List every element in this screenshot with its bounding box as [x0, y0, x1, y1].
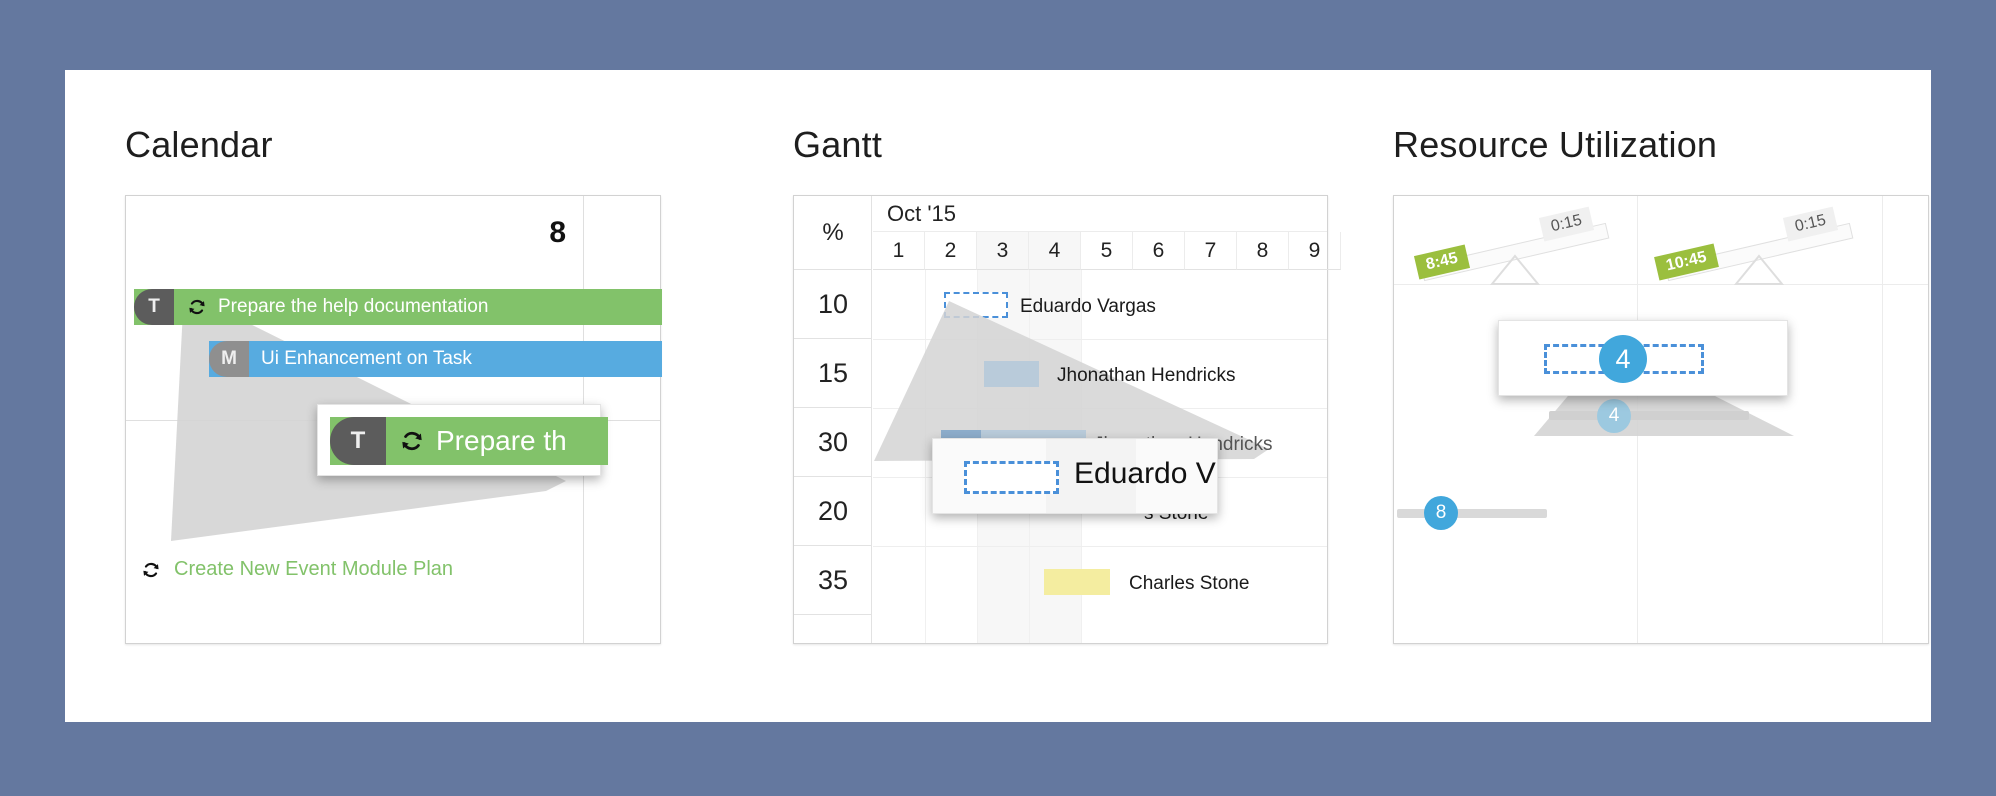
- recurrence-icon: [140, 559, 162, 581]
- gantt-task-resource: Jhonathan Hendricks: [1057, 365, 1236, 386]
- calendar-day-number-8: 8: [549, 216, 566, 249]
- resource-column-divider: [1882, 196, 1883, 643]
- gantt-row-line: [873, 546, 1327, 547]
- seesaw-pivot-icon: [1734, 254, 1784, 285]
- gantt-row-percent: 30: [794, 408, 872, 477]
- gantt-drag-preview-label: Eduardo V: [1074, 457, 1216, 490]
- gantt-task-bar[interactable]: [984, 361, 1039, 387]
- dashboard-card: Calendar 8 15 T: [65, 70, 1931, 722]
- calendar-drag-preview-badge: T: [330, 417, 386, 465]
- drag-ghost-shape: [874, 301, 1269, 461]
- calendar-event-body: Ui Enhancement on Task: [249, 348, 472, 370]
- recurrence-icon: [398, 427, 426, 455]
- gantt-day-header-1[interactable]: 1: [873, 232, 925, 270]
- gantt-row-percent: 10: [794, 270, 872, 339]
- gantt-drag-preview[interactable]: Eduardo V: [932, 438, 1218, 514]
- resource-row-divider: [1394, 284, 1928, 285]
- create-new-event-label: Create New Event Module Plan: [174, 558, 454, 580]
- gantt-task-resource: Charles Stone: [1129, 573, 1250, 594]
- gantt-row-percent: 15: [794, 339, 872, 408]
- calendar-drag-preview[interactable]: T Prepare th: [317, 404, 608, 476]
- gantt-row-line: [873, 339, 1327, 340]
- calendar-event-badge: T: [134, 289, 174, 325]
- gantt-drag-preview-bar: [964, 461, 1059, 494]
- gantt-chart[interactable]: % 10 15 30 20 35 Oct '15 1 2 3 4 5 6 7 8…: [793, 195, 1341, 644]
- resource-allocation-value[interactable]: 4: [1597, 399, 1631, 433]
- gantt-month-label: Oct '15: [873, 196, 1327, 232]
- calendar-event-body: Prepare the help documentation: [174, 296, 488, 318]
- resource-drag-preview[interactable]: 4: [1498, 320, 1788, 396]
- resource-allocation-track: [1397, 509, 1547, 518]
- gantt-row-percent: 20: [794, 477, 872, 546]
- gantt-task-bar[interactable]: [1044, 569, 1110, 595]
- gantt-percent-header: %: [794, 196, 872, 270]
- gantt-row-percent: 35: [794, 546, 872, 615]
- gantt-day-header-7[interactable]: 7: [1185, 232, 1237, 270]
- calendar-event-ui-enhancement[interactable]: M Ui Enhancement on Task: [209, 341, 662, 377]
- resource-allocation-value[interactable]: 8: [1424, 496, 1458, 530]
- gantt-day-header-5[interactable]: 5: [1081, 232, 1133, 270]
- gantt-drag-preview-stripe: [1046, 439, 1136, 513]
- create-new-event-link[interactable]: Create New Event Module Plan: [140, 558, 453, 581]
- gantt-day-header-9[interactable]: 9: [1289, 232, 1341, 270]
- calendar-drag-preview-event: T Prepare th: [330, 417, 608, 465]
- gantt-day-header-8[interactable]: 8: [1237, 232, 1289, 270]
- gantt-day-header-6[interactable]: 6: [1133, 232, 1185, 270]
- calendar-event-prepare-help-documentation[interactable]: T Prepare the help documentation: [134, 289, 662, 325]
- seesaw-pivot-icon: [1490, 254, 1540, 285]
- gantt-day-header-3[interactable]: 3: [977, 232, 1029, 270]
- calendar-title: Calendar: [125, 124, 273, 165]
- calendar-grid[interactable]: 8 15 T Prepar: [125, 195, 662, 644]
- calendar-event-label: Prepare the help documentation: [218, 296, 489, 317]
- calendar-event-label: Ui Enhancement on Task: [261, 348, 472, 369]
- gantt-percent-column: [794, 196, 872, 643]
- resource-seesaw-1[interactable]: 8:45 0:15: [1408, 206, 1628, 285]
- seesaw-left-value: 8:45: [1413, 244, 1471, 280]
- gantt-panel: Gantt % 10 15 30 20 35 Oct '15 1 2 3 4: [730, 70, 1341, 722]
- resource-seesaw-2[interactable]: 10:45 0:15: [1652, 206, 1872, 285]
- resource-utilization-chart[interactable]: 8:45 0:15 10:45 0:15 4 4: [1393, 195, 1929, 644]
- calendar-event-badge: M: [209, 341, 249, 377]
- gantt-day-header-2[interactable]: 2: [925, 232, 977, 270]
- gantt-day-header-4[interactable]: 4: [1029, 232, 1081, 270]
- calendar-panel: Calendar 8 15 T: [125, 70, 725, 722]
- gantt-task-resource: Eduardo Vargas: [1020, 296, 1156, 317]
- gantt-title: Gantt: [793, 124, 883, 165]
- resource-utilization-title: Resource Utilization: [1393, 124, 1718, 165]
- calendar-drag-preview-label: Prepare th: [436, 425, 567, 456]
- resource-utilization-panel: Resource Utilization 8:45 0:15 10:4: [1330, 70, 1930, 722]
- calendar-drag-preview-body: Prepare th: [386, 425, 567, 457]
- recurrence-icon: [186, 296, 208, 318]
- resource-drag-preview-value: 4: [1599, 335, 1647, 383]
- resource-allocation-track: [1549, 411, 1749, 420]
